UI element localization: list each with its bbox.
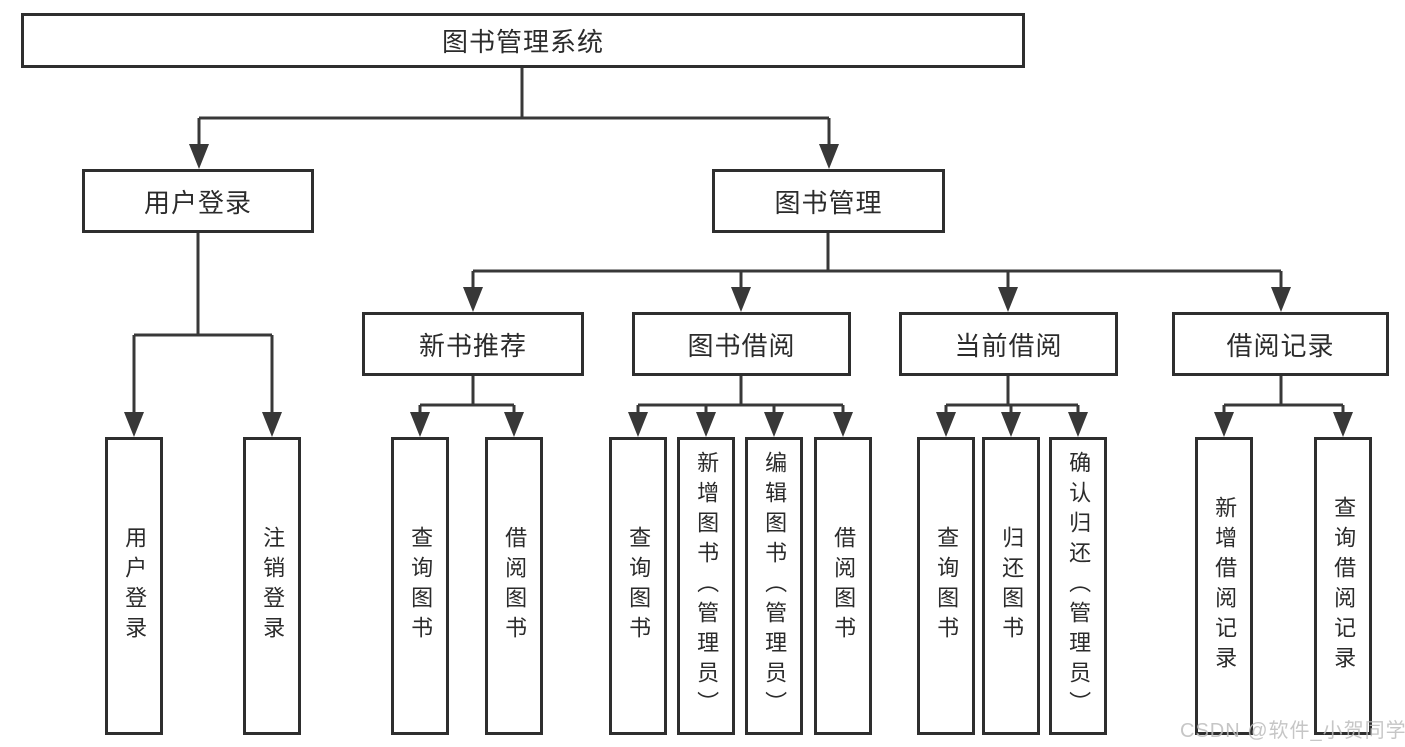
node-leaf-borrow-books-2-label: 借阅图书: [831, 526, 857, 646]
node-leaf-query-borrow-record-label: 查询借阅记录: [1331, 496, 1357, 676]
node-leaf-query-borrow-record: 查询借阅记录: [1314, 437, 1372, 735]
connector-root-to-level2: [189, 68, 839, 169]
node-leaf-add-book-admin: 新增图书（管理员）: [677, 437, 735, 735]
node-leaf-add-book-admin-label: 新增图书（管理员）: [694, 451, 720, 721]
connector-book-management-branch: [463, 233, 1291, 312]
node-library-system: 图书管理系统: [21, 13, 1025, 68]
node-borrow-records-label: 借阅记录: [1226, 330, 1335, 361]
node-leaf-logout: 注销登录: [243, 437, 301, 735]
node-leaf-add-borrow-record-label: 新增借阅记录: [1212, 496, 1238, 676]
node-book-borrow: 图书借阅: [632, 312, 851, 376]
node-leaf-query-books-3: 查询图书: [917, 437, 975, 735]
connector-book-borrow-branch: [628, 376, 853, 437]
node-leaf-edit-book-admin-label: 编辑图书（管理员）: [762, 451, 788, 721]
node-book-management-label: 图书管理: [774, 187, 883, 218]
node-leaf-user-login: 用户登录: [105, 437, 163, 735]
node-user-login-label: 用户登录: [143, 187, 252, 218]
node-leaf-confirm-return-admin-label: 确认归还（管理员）: [1066, 451, 1092, 721]
node-current-borrow-label: 当前借阅: [954, 330, 1063, 361]
node-borrow-records: 借阅记录: [1172, 312, 1389, 376]
node-leaf-logout-label: 注销登录: [260, 526, 286, 646]
node-book-borrow-label: 图书借阅: [687, 330, 796, 361]
connector-current-borrow-branch: [936, 376, 1088, 437]
node-leaf-query-books-1: 查询图书: [391, 437, 449, 735]
node-leaf-add-borrow-record: 新增借阅记录: [1195, 437, 1253, 735]
node-new-book-recommend: 新书推荐: [362, 312, 584, 376]
node-leaf-query-books-2-label: 查询图书: [626, 526, 652, 646]
node-leaf-query-books-3-label: 查询图书: [934, 526, 960, 646]
node-library-system-label: 图书管理系统: [441, 27, 604, 57]
node-leaf-query-books-2: 查询图书: [609, 437, 667, 735]
node-leaf-query-books-1-label: 查询图书: [408, 526, 434, 646]
node-leaf-borrow-books-1: 借阅图书: [485, 437, 543, 735]
connector-new-book-branch: [410, 376, 524, 437]
node-leaf-borrow-books-1-label: 借阅图书: [502, 526, 528, 646]
node-leaf-user-login-label: 用户登录: [122, 526, 148, 646]
node-leaf-return-book: 归还图书: [982, 437, 1040, 735]
node-leaf-edit-book-admin: 编辑图书（管理员）: [745, 437, 803, 735]
connector-borrow-records-branch: [1214, 376, 1353, 437]
connector-user-login-branch: [124, 233, 282, 437]
node-current-borrow: 当前借阅: [899, 312, 1118, 376]
node-leaf-confirm-return-admin: 确认归还（管理员）: [1049, 437, 1107, 735]
node-user-login: 用户登录: [82, 169, 314, 233]
csdn-watermark: CSDN @软件_小贺同学: [1180, 720, 1405, 742]
node-leaf-return-book-label: 归还图书: [999, 526, 1025, 646]
node-new-book-recommend-label: 新书推荐: [418, 330, 527, 361]
node-book-management: 图书管理: [712, 169, 945, 233]
node-leaf-borrow-books-2: 借阅图书: [814, 437, 872, 735]
